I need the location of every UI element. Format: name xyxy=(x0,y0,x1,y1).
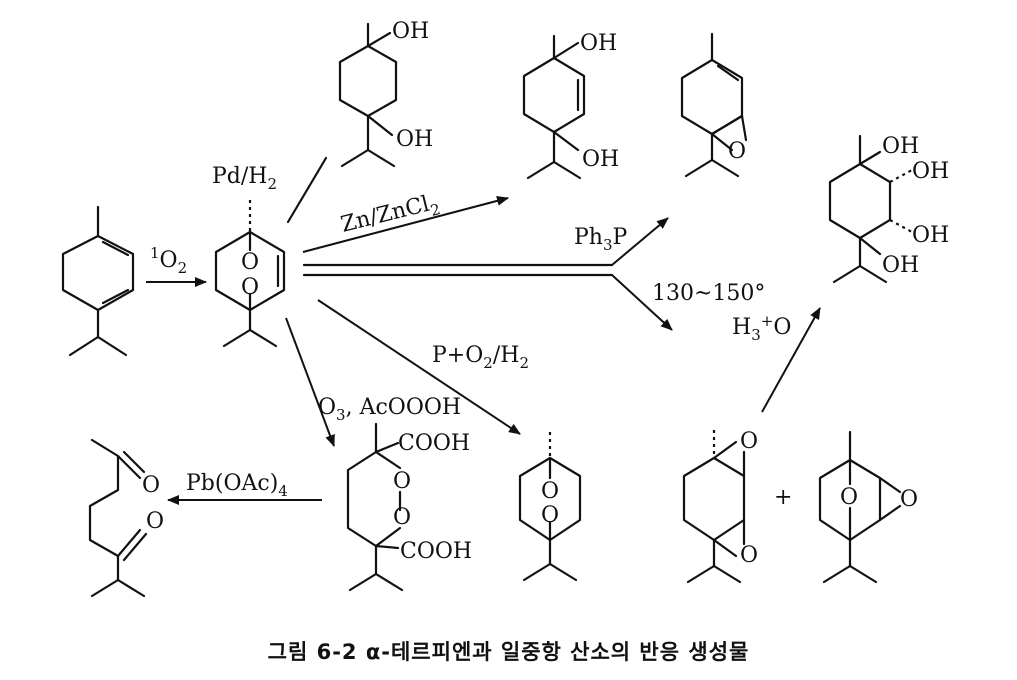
tetrol-oh-3: OH xyxy=(912,223,949,248)
h3o-label: H3+O xyxy=(732,312,791,344)
saturated-endoperoxide-structure xyxy=(518,432,582,582)
unsat-diol-oh-bottom: OH xyxy=(582,147,619,172)
diacid-cooh-bottom: COOH xyxy=(400,539,472,564)
zn-zncl2-arrow xyxy=(302,195,509,253)
p-o2-h2-arrow xyxy=(317,299,521,435)
unsaturated-diol-structure xyxy=(522,34,586,180)
diepoxide-o-bottom: O xyxy=(740,543,758,568)
hydrolysis-arrow xyxy=(761,307,821,413)
diol-oh-bottom: OH xyxy=(396,127,433,152)
peroxide-o-bottom: O xyxy=(241,275,259,300)
plus-sign: + xyxy=(774,485,792,510)
pd-h2-line xyxy=(286,156,328,224)
sat-endoperoxide-o-top: O xyxy=(541,479,559,504)
ph3p-pathway-lines xyxy=(302,217,673,331)
diacid-cooh-top: COOH xyxy=(398,431,470,456)
ph3p-label: Ph3P xyxy=(574,225,628,254)
diketone-o-bottom: O xyxy=(146,509,164,534)
diol-oh-top: OH xyxy=(392,19,429,44)
temperature-label: 130~150° xyxy=(652,281,765,306)
pb-oac4-label: Pb(OAc)4 xyxy=(186,471,288,500)
unsat-diol-oh-top: OH xyxy=(580,31,617,56)
peroxide-o-top: O xyxy=(241,250,259,275)
diepoxide-structure xyxy=(682,430,746,584)
tetrol-oh-4: OH xyxy=(882,253,919,278)
singlet-oxygen-label: 1O2 xyxy=(150,244,187,277)
zn-zncl2-label: Zn/ZnCl2 xyxy=(338,189,442,241)
diketone-structure xyxy=(88,438,148,598)
tetrol-oh-2: OH xyxy=(912,159,949,184)
epoxy-alkene-structure xyxy=(680,32,748,178)
diacid-o-2: O xyxy=(393,505,411,530)
peroxide-diacid-structure xyxy=(346,422,404,592)
ascaridole-structure xyxy=(214,200,286,348)
sat-endoperoxide-o-bottom: O xyxy=(541,503,559,528)
pd-h2-label: Pd/H2 xyxy=(212,164,277,193)
ozonolysis-label: O3, AcOOOH xyxy=(318,395,461,424)
figure-caption: 그림 6-2 α-테르피엔과 일중항 산소의 반응 생성물 xyxy=(267,640,750,664)
epoxy-ether-o-bridge: O xyxy=(840,485,858,510)
saturated-diol-structure xyxy=(338,22,398,168)
diacid-o-1: O xyxy=(393,469,411,494)
ozonolysis-arrow xyxy=(285,317,335,447)
diketone-o-top: O xyxy=(142,473,160,498)
epoxy-ether-o-epoxide: O xyxy=(900,487,918,512)
p-o2-h2-label: P+O2/H2 xyxy=(432,343,529,372)
epoxy-ether-structure xyxy=(818,430,902,584)
tetrol-structure xyxy=(828,134,913,284)
alpha-terpinene-structure xyxy=(61,205,135,357)
tetrol-oh-1: OH xyxy=(882,134,919,159)
diepoxide-o-top: O xyxy=(740,429,758,454)
epoxy-o: O xyxy=(728,139,746,164)
